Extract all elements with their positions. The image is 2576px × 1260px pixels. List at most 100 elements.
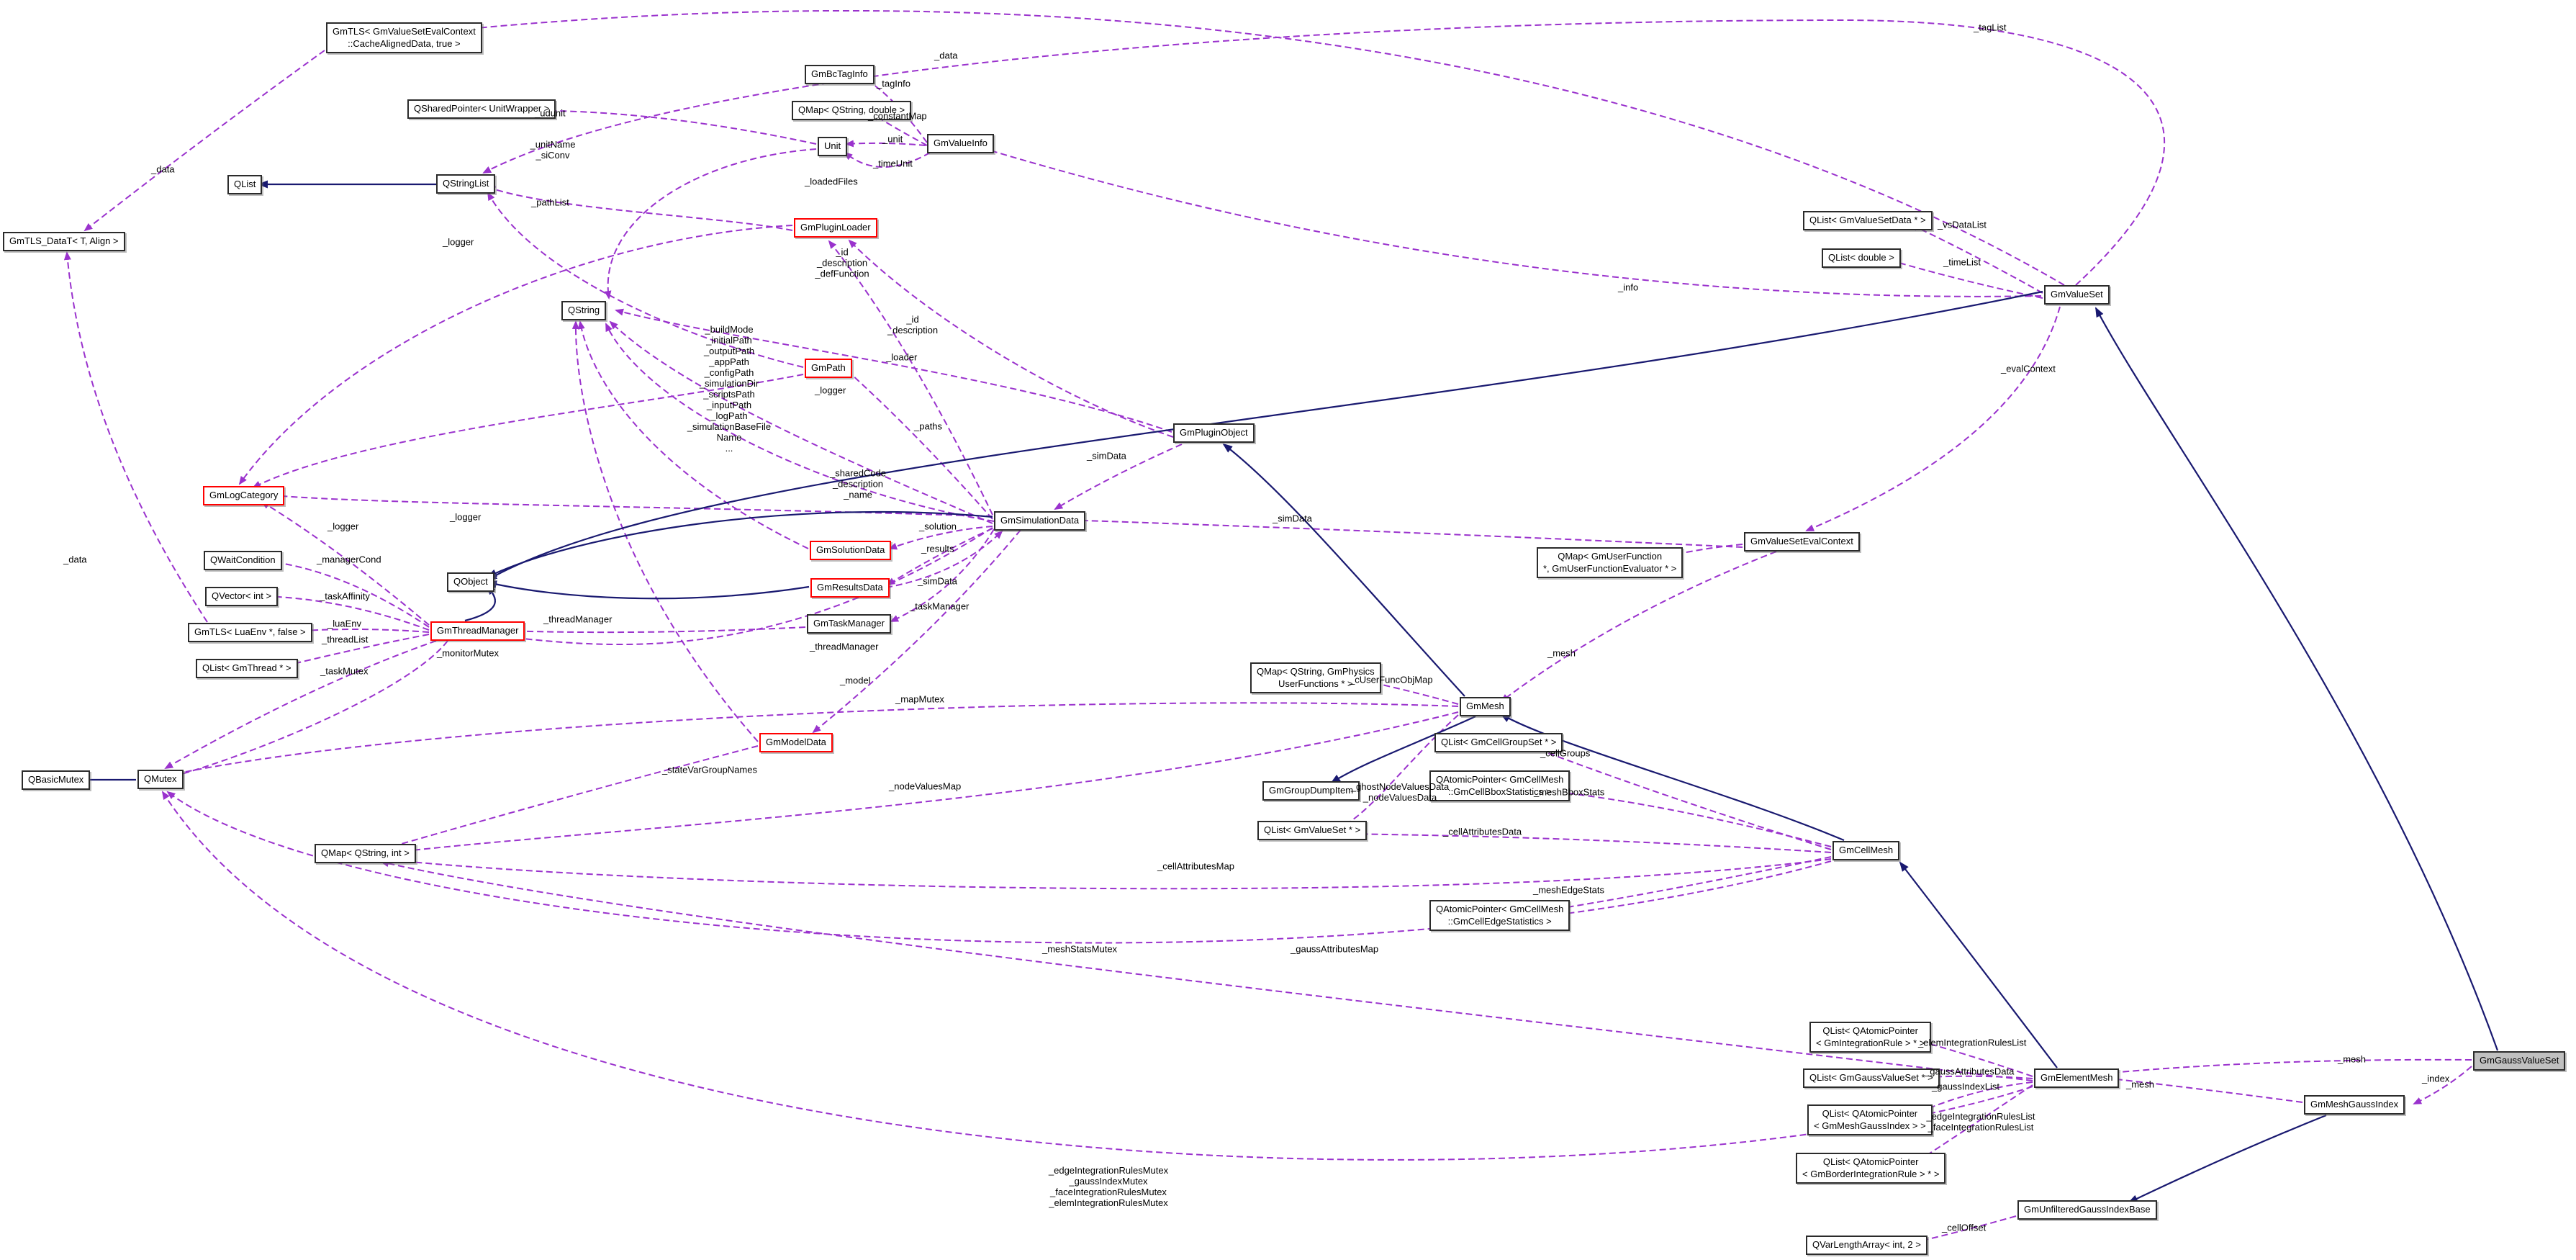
dependency-edge (1654, 544, 1743, 561)
edge-label: _mapMutex (895, 693, 944, 705)
dependency-edge (609, 320, 993, 524)
class-node-qobject[interactable]: QObject (447, 572, 494, 592)
class-node-qlist-double[interactable]: QList< double > (1822, 248, 1901, 268)
class-node-qlist-gmcellgroupset[interactable]: QList< GmCellGroupSet * > (1434, 733, 1563, 752)
class-node-gmelementmesh[interactable]: GmElementMesh (2034, 1068, 2120, 1088)
dependency-edge (615, 308, 1172, 433)
dependency-edge (1529, 786, 1832, 847)
edge-label: _cellAttributesData (1443, 826, 1522, 837)
class-node-qmutex[interactable]: QMutex (137, 770, 184, 789)
class-node-gmmeshgaussindex[interactable]: GmMeshGaussIndex (2304, 1095, 2405, 1115)
dependency-edge (487, 192, 804, 368)
dependency-edge (1905, 1215, 2017, 1246)
class-node-gmpluginloader[interactable]: GmPluginLoader (794, 218, 877, 238)
dependency-edge (605, 323, 995, 522)
edge-label: _paths (914, 420, 943, 432)
edge-label: _data (63, 554, 87, 565)
dependency-edge (845, 140, 926, 148)
class-node-qlist-gmintegrationrule[interactable]: QList< QAtomicPointer < GmIntegrationRul… (1809, 1022, 1932, 1053)
edge-label: _managerCond (317, 554, 381, 565)
class-node-gmsimulationdata[interactable]: GmSimulationData (994, 511, 1086, 531)
dependency-edge (502, 527, 993, 645)
class-node-qmap-qstring-double[interactable]: QMap< QString, double > (792, 101, 912, 120)
edge-label: _simData (1087, 450, 1126, 462)
class-node-qlist-gmvalueset[interactable]: QList< GmValueSet * > (1257, 821, 1368, 840)
edge-label: _info (1618, 282, 1639, 293)
class-node-qlist[interactable]: QList (227, 175, 263, 194)
class-node-unit[interactable]: Unit (818, 137, 848, 156)
class-node-gmcellmesh[interactable]: GmCellMesh (1832, 841, 1900, 860)
class-node-gmgaussvalueset[interactable]: GmGaussValueSet (2473, 1051, 2566, 1071)
class-node-gmresultsdata[interactable]: GmResultsData (810, 578, 890, 598)
class-node-gmtls-luaenv[interactable]: GmTLS< LuaEnv *, false > (188, 623, 312, 642)
edge-label: _gaussIndexList (1932, 1081, 1999, 1092)
edge-label: _constantMap (868, 110, 927, 122)
class-node-qlist-gmthread[interactable]: QList< GmThread * > (196, 659, 298, 678)
dependency-edge (2102, 1075, 2303, 1103)
edge-label: _loadedFiles (805, 176, 858, 187)
inheritance-edge (487, 510, 993, 577)
edge-label: _cellAttributesMap (1157, 860, 1234, 872)
class-node-gmtaskmanager[interactable]: GmTaskManager (807, 614, 891, 634)
dependency-edge (264, 558, 430, 628)
class-node-qsharedpointer-unitwrapper[interactable]: QSharedPointer< UnitWrapper > (407, 99, 556, 119)
dependency-edge (871, 112, 928, 146)
class-node-qvarlengtharray[interactable]: QVarLengthArray< int, 2 > (1806, 1236, 1928, 1255)
class-node-gmgroupdumpitem[interactable]: GmGroupDumpItem (1262, 781, 1360, 801)
edge-label: _results (921, 543, 954, 554)
edge-label: _mesh (2126, 1079, 2155, 1090)
class-node-qlist-gmborderintegrationrule[interactable]: QList< QAtomicPointer < GmBorderIntegrat… (1796, 1153, 1946, 1184)
class-node-gmpath[interactable]: GmPath (805, 359, 852, 378)
class-node-qmap-qstring-int[interactable]: QMap< QString, int > (315, 844, 416, 863)
dependency-edge (1890, 258, 2043, 299)
edge-label: _monitorMutex (437, 647, 499, 659)
class-node-gmtls-datat[interactable]: GmTLS_DataT< T, Align > (3, 232, 125, 251)
dependency-edge (63, 251, 208, 623)
class-node-gmvalueinfo[interactable]: GmValueInfo (927, 134, 994, 153)
class-node-qlist-gmvaluesetdata[interactable]: QList< GmValueSetData * > (1803, 211, 1933, 230)
edge-label: _taskAffinity (320, 590, 370, 602)
class-node-qvector-int[interactable]: QVector< int > (205, 587, 279, 606)
class-node-gmunfilteredgaussindexbase[interactable]: GmUnfilteredGaussIndexBase (2017, 1200, 2157, 1220)
edge-label: _luaEnv (327, 618, 361, 629)
edge-label: _udunit (535, 107, 566, 119)
dependency-edge (2102, 1058, 2472, 1077)
dependency-edge (571, 320, 759, 742)
edge-label: _elemIntegrationRulesList (1918, 1037, 2027, 1048)
class-node-qatomicpointer-edge[interactable]: QAtomicPointer< GmCellMesh ::GmCellEdgeS… (1429, 900, 1571, 932)
class-node-qmap-gmuserfunction[interactable]: QMap< GmUserFunction *, GmUserFunctionEv… (1537, 547, 1684, 579)
edge-label: _mesh (1547, 647, 1576, 659)
class-node-gmthreadmanager[interactable]: GmThreadManager (430, 621, 525, 641)
class-node-gmpluginobject[interactable]: GmPluginObject (1173, 423, 1255, 443)
inheritance-edge (487, 580, 810, 600)
dependency-edge (1910, 224, 2043, 294)
class-node-qstringlist[interactable]: QStringList (436, 174, 496, 194)
class-node-qwaitcondition[interactable]: QWaitCondition (204, 551, 282, 570)
class-node-gmmodeldata[interactable]: GmModelData (759, 733, 833, 752)
dependency-edge (828, 240, 993, 516)
class-node-gmvaluesetevalcontext[interactable]: GmValueSetEvalContext (1744, 532, 1860, 552)
class-node-qatomicpointer-bbox[interactable]: QAtomicPointer< GmCellMesh ::GmCellBboxS… (1429, 770, 1571, 802)
class-node-gmvalueset[interactable]: GmValueSet (2044, 285, 2110, 305)
dependency-edge (604, 148, 817, 300)
class-node-qlist-gmgaussvalueset[interactable]: QList< GmGaussValueSet * > (1803, 1068, 1940, 1088)
dependency-edge (858, 76, 928, 143)
edge-label: _loader (886, 351, 918, 363)
class-node-qmap-qstring-gmphysics[interactable]: QMap< QString, GmPhysics UserFunctions *… (1250, 662, 1381, 694)
inheritance-edge (1500, 713, 1845, 842)
class-node-qbasicmutex[interactable]: QBasicMutex (22, 770, 91, 790)
class-node-gmtls-evalcontext-cache[interactable]: GmTLS< GmValueSetEvalContext ::CacheAlig… (326, 22, 482, 54)
dependency-edge (380, 856, 1832, 890)
dependency-edge (1529, 856, 1832, 916)
class-node-gmsolutiondata[interactable]: GmSolutionData (810, 541, 892, 560)
class-node-gmlogcategory[interactable]: GmLogCategory (203, 486, 285, 505)
edge-label: _pathList (531, 197, 569, 208)
inheritance-edge (1330, 716, 1476, 784)
class-node-gmbctaginfo[interactable]: GmBcTagInfo (805, 65, 875, 84)
edge-label: _simData (1273, 513, 1312, 524)
class-node-qlist-gmmeshgaussindex[interactable]: QList< QAtomicPointer < GmMeshGaussIndex… (1807, 1104, 1933, 1136)
class-node-gmmesh[interactable]: GmMesh (1460, 697, 1511, 716)
edge-label: _cellOffset (1942, 1222, 1987, 1233)
class-node-qstring[interactable]: QString (561, 301, 607, 320)
